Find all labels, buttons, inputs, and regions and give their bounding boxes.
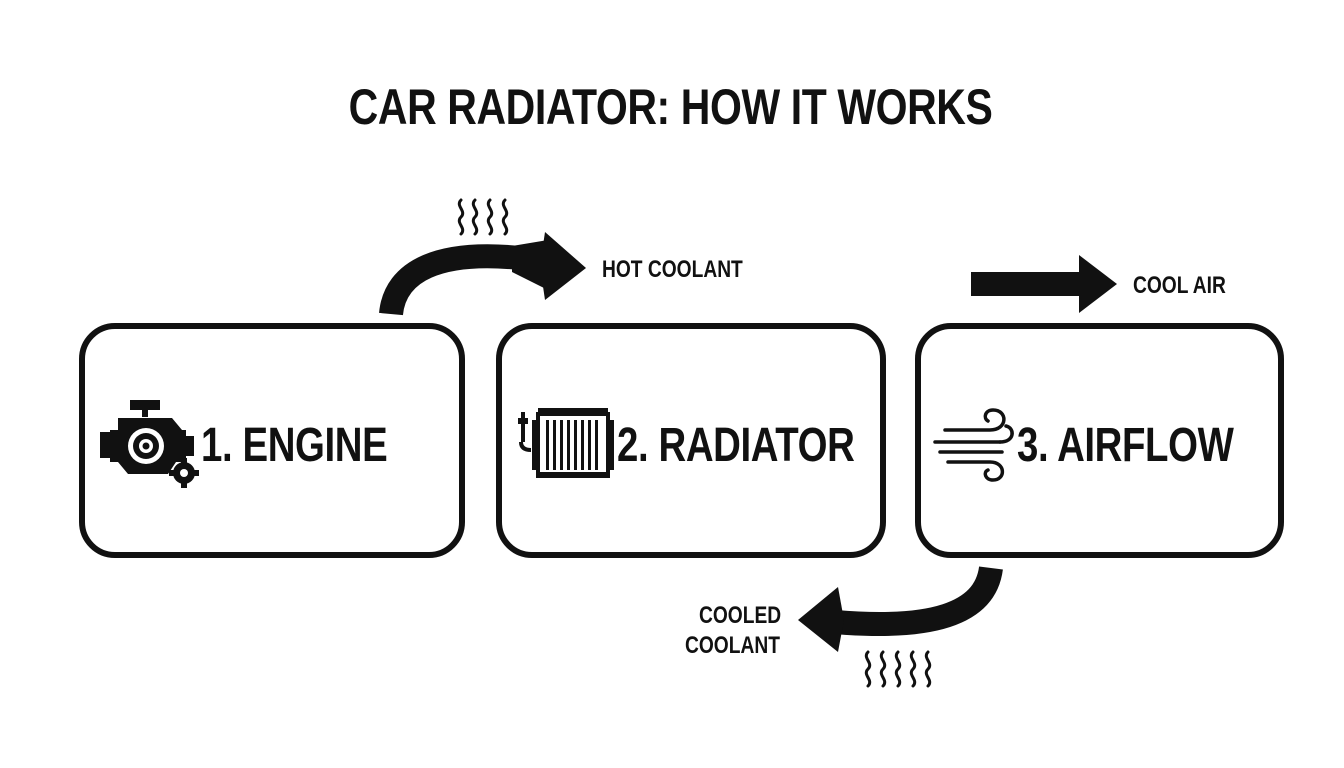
heat-waves-bottom-icon xyxy=(864,650,932,688)
cool-air-label: COOL AIR xyxy=(1133,272,1226,299)
heat-waves-icon xyxy=(457,198,509,236)
hot-coolant-arrow xyxy=(379,232,586,316)
engine-step-label: 1. ENGINE xyxy=(201,419,388,472)
cooled-coolant-arrow xyxy=(798,565,1003,652)
cool-air-arrow xyxy=(971,255,1117,313)
airflow-step-label: 3. AIRFLOW xyxy=(1017,419,1234,472)
cooled-coolant-label-line1: COOLED xyxy=(699,602,782,629)
radiator-step-label: 2. RADIATOR xyxy=(617,419,855,472)
hot-coolant-label: HOT COOLANT xyxy=(602,256,743,283)
page-title: CAR RADIATOR: HOW IT WORKS xyxy=(348,79,993,135)
cooled-coolant-label-line2: COOLANT xyxy=(685,632,780,659)
